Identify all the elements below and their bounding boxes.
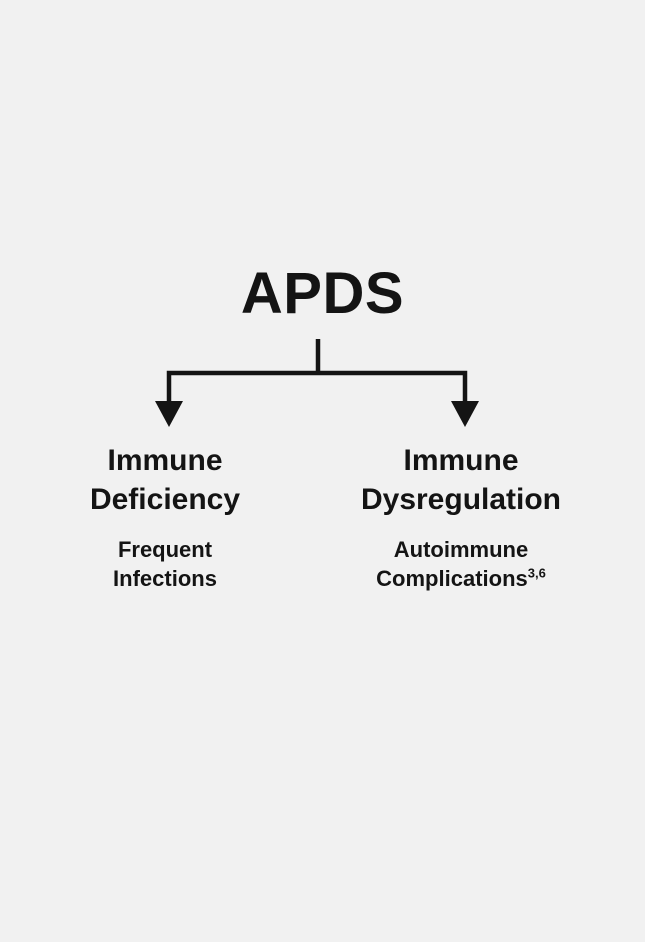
- arrow-down-icon: [155, 401, 183, 427]
- branch-title-line: Dysregulation: [360, 483, 562, 516]
- branch-subtitle-line: Frequent: [117, 537, 213, 562]
- branch-immune-dysregulation: Immune Dysregulation Autoimmune Complica…: [311, 441, 611, 593]
- branch-subtitle-line: Infections: [113, 566, 217, 591]
- branch-subtitle-line: Complications3,6: [311, 564, 611, 593]
- branch-subtitle-line: Autoimmune: [393, 537, 529, 562]
- branch-title-line: Deficiency: [89, 483, 241, 516]
- branch-subtitle-text: Complications: [376, 566, 528, 591]
- branch-title: Immune Dysregulation: [311, 441, 611, 519]
- branch-subtitle: Frequent Infections: [15, 535, 315, 593]
- branch-subtitle: Autoimmune Complications3,6: [311, 535, 611, 593]
- branch-title: Immune Deficiency: [15, 441, 315, 519]
- branch-title-line: Immune: [403, 444, 519, 477]
- arrow-down-icon: [451, 401, 479, 427]
- branch-title-line: Immune: [107, 444, 223, 477]
- branch-immune-deficiency: Immune Deficiency Frequent Infections: [15, 441, 315, 593]
- diagram-root-label: APDS: [240, 261, 405, 326]
- reference-superscript: 3,6: [527, 565, 546, 581]
- branch-bracket-line: [166, 370, 468, 404]
